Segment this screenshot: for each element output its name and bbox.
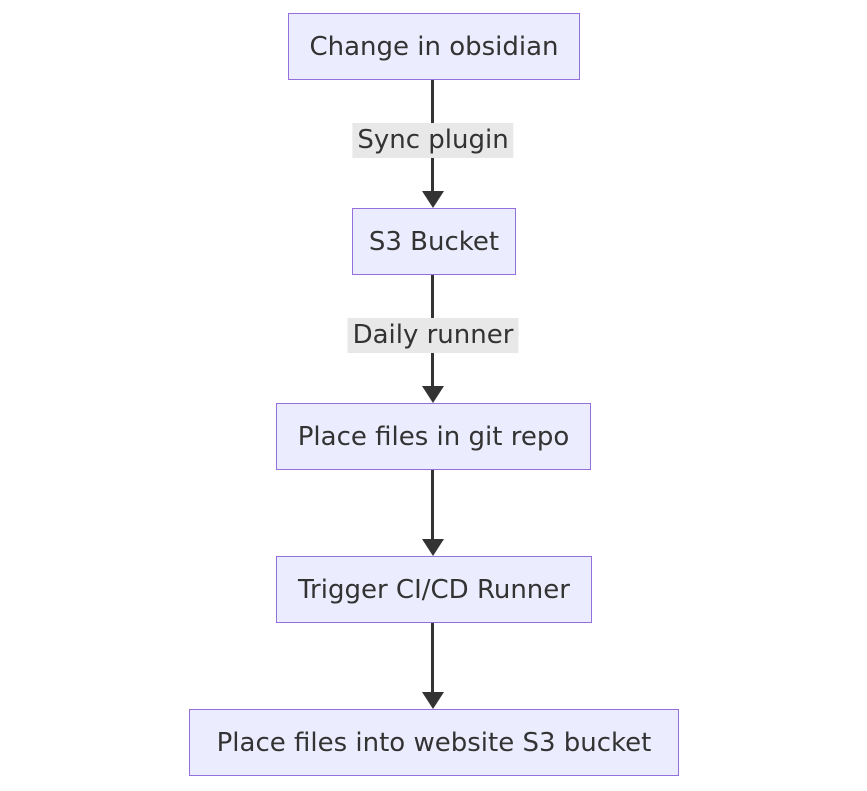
arrowhead-icon: [422, 386, 444, 403]
node-label: S3 Bucket: [368, 226, 500, 257]
node-place-files-in-git-repo: Place files in git repo: [276, 403, 591, 470]
edge-line-git-cicd: [431, 470, 434, 540]
arrowhead-icon: [422, 692, 444, 709]
edge-line-cicd-website: [431, 623, 434, 693]
node-label: Trigger CI/CD Runner: [298, 574, 570, 605]
arrowhead-icon: [422, 191, 444, 208]
node-trigger-cicd-runner: Trigger CI/CD Runner: [276, 556, 592, 623]
node-place-files-into-website-s3-bucket: Place files into website S3 bucket: [189, 709, 679, 776]
node-s3-bucket: S3 Bucket: [352, 208, 516, 275]
edge-label-sync-plugin: Sync plugin: [352, 123, 514, 158]
node-label: Change in obsidian: [309, 31, 559, 62]
node-label: Place files into website S3 bucket: [216, 727, 652, 758]
node-label: Place files in git repo: [297, 421, 570, 452]
edge-label-daily-runner: Daily runner: [347, 318, 519, 353]
node-change-in-obsidian: Change in obsidian: [288, 13, 580, 80]
arrowhead-icon: [422, 539, 444, 556]
